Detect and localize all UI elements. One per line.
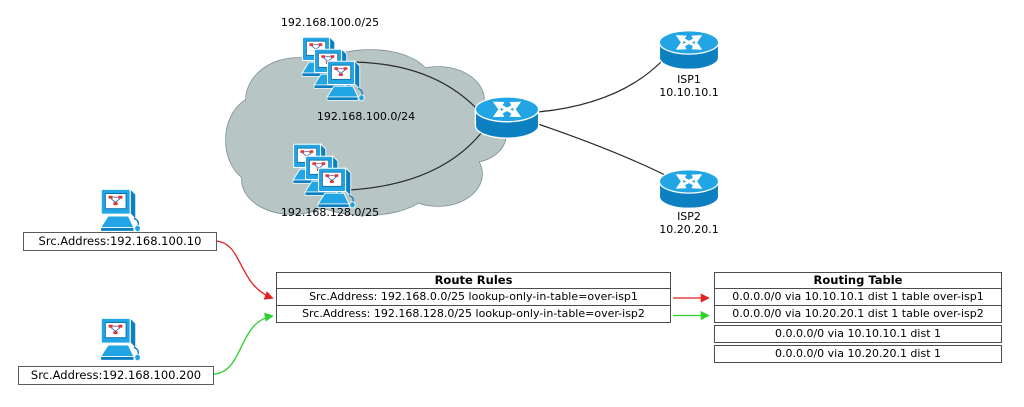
link-subnet-top-to-router bbox=[347, 61, 479, 111]
route-rules-table: Route Rules Src.Address: 192.168.0.0/25 … bbox=[276, 272, 671, 323]
isp2-router-icon bbox=[659, 170, 718, 209]
routing-table-row-3: 0.0.0.0/0 via 10.10.10.1 dist 1 bbox=[714, 325, 1002, 343]
arrow-host-bottom-to-rule2 bbox=[213, 312, 274, 375]
link-router-to-isp2 bbox=[537, 123, 666, 176]
isp1-name-label: ISP1 bbox=[677, 73, 701, 86]
link-router-to-isp1 bbox=[537, 59, 664, 113]
host-top-address-box: Src.Address:192.168.100.10 bbox=[23, 232, 217, 251]
subnet-bottom-label: 192.168.128.0/25 bbox=[280, 206, 380, 219]
isp2-name-label: ISP2 bbox=[677, 210, 701, 223]
arrow-host-top-to-rule1 bbox=[215, 240, 274, 300]
routing-table-row-4: 0.0.0.0/0 via 10.20.20.1 dist 1 bbox=[714, 345, 1002, 363]
isp2-ip-label: 10.20.20.1 bbox=[659, 223, 719, 236]
network-cloud-icon bbox=[225, 49, 509, 216]
host-top-workstation-icon bbox=[99, 188, 142, 233]
cloud-network-label: 192.168.100.0/24 bbox=[316, 110, 416, 123]
isp1-ip-label: 10.10.10.1 bbox=[659, 86, 719, 99]
routing-table-row-1: 0.0.0.0/0 via 10.10.10.1 dist 1 table ov… bbox=[714, 288, 1002, 306]
host-bottom-address-box: Src.Address:192.168.100.200 bbox=[18, 366, 214, 385]
routing-table: Routing Table 0.0.0.0/0 via 10.10.10.1 d… bbox=[714, 272, 1002, 363]
route-rule-row-2: Src.Address: 192.168.128.0/25 lookup-onl… bbox=[276, 305, 671, 323]
isp1-router-icon bbox=[659, 31, 718, 70]
route-rule-row-1: Src.Address: 192.168.0.0/25 lookup-only-… bbox=[276, 288, 671, 306]
routing-table-title: Routing Table bbox=[714, 272, 1002, 289]
subnet-top-label: 192.168.100.0/25 bbox=[280, 16, 380, 29]
central-router-icon bbox=[475, 97, 538, 138]
link-subnet-bottom-to-router bbox=[349, 131, 483, 191]
host-bottom-workstation-icon bbox=[99, 317, 142, 362]
routing-table-row-2: 0.0.0.0/0 via 10.20.20.1 dist 1 table ov… bbox=[714, 305, 1002, 323]
route-rules-title: Route Rules bbox=[276, 272, 671, 289]
